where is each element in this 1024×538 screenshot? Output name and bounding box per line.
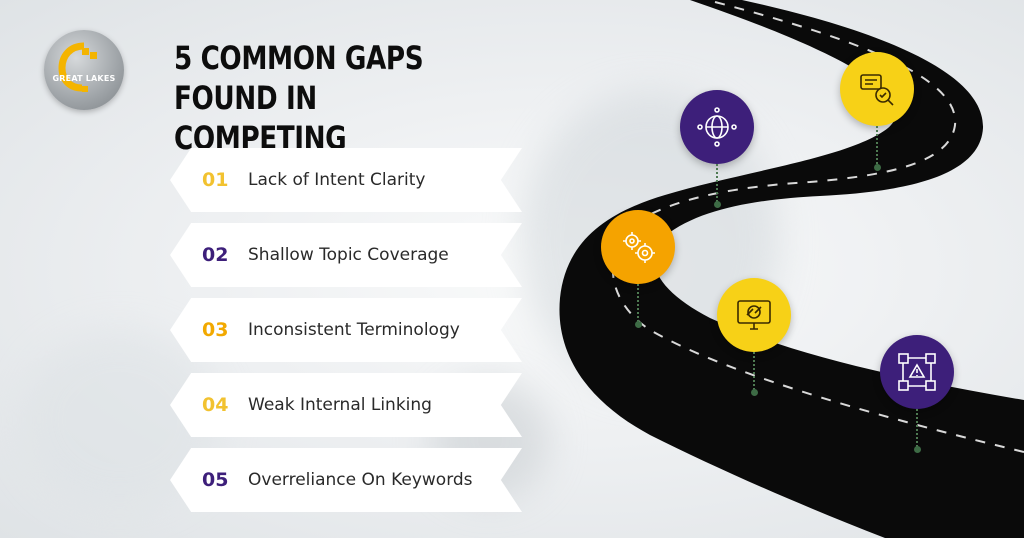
logo-mark [58,42,97,92]
item-label: Lack of Intent Clarity [248,170,426,190]
pin-dot [914,446,921,453]
document-search-icon [840,52,914,126]
item-number: 03 [202,319,229,341]
list-item: 03 Inconsistent Terminology [170,298,522,362]
globe-network-icon [680,90,754,164]
broken-link-icon [717,278,791,352]
item-label: Inconsistent Terminology [248,320,460,340]
list-item: 04 Weak Internal Linking [170,373,522,437]
gap-list: 01 Lack of Intent Clarity 02 Shallow Top… [170,148,522,523]
item-card [170,148,522,212]
item-number: 02 [202,244,229,266]
item-card [170,373,522,437]
list-item: 05 Overreliance On Keywords [170,448,522,512]
item-number: 01 [202,169,229,191]
list-item: 01 Lack of Intent Clarity [170,148,522,212]
pin-dot [714,201,721,208]
pin-stem [916,409,918,447]
pin-stem [753,352,755,390]
list-item: 02 Shallow Topic Coverage [170,223,522,287]
item-number: 05 [202,469,229,491]
gears-icon [601,210,675,284]
item-label: Overreliance On Keywords [248,470,473,490]
item-card [170,448,522,512]
pin-dot [874,164,881,171]
logo-text: GREAT LAKES [52,74,116,83]
pin-stem [716,164,718,202]
pin-stem [637,284,639,322]
item-label: Shallow Topic Coverage [248,245,449,265]
pin-stem [876,126,878,164]
road-centerline [611,1,1024,453]
network-alert-icon [880,335,954,409]
item-label: Weak Internal Linking [248,395,432,415]
pin-dot [635,321,642,328]
brand-logo: GREAT LAKES [44,30,124,110]
item-number: 04 [202,394,229,416]
item-card [170,223,522,287]
pin-dot [751,389,758,396]
item-card [170,298,522,362]
